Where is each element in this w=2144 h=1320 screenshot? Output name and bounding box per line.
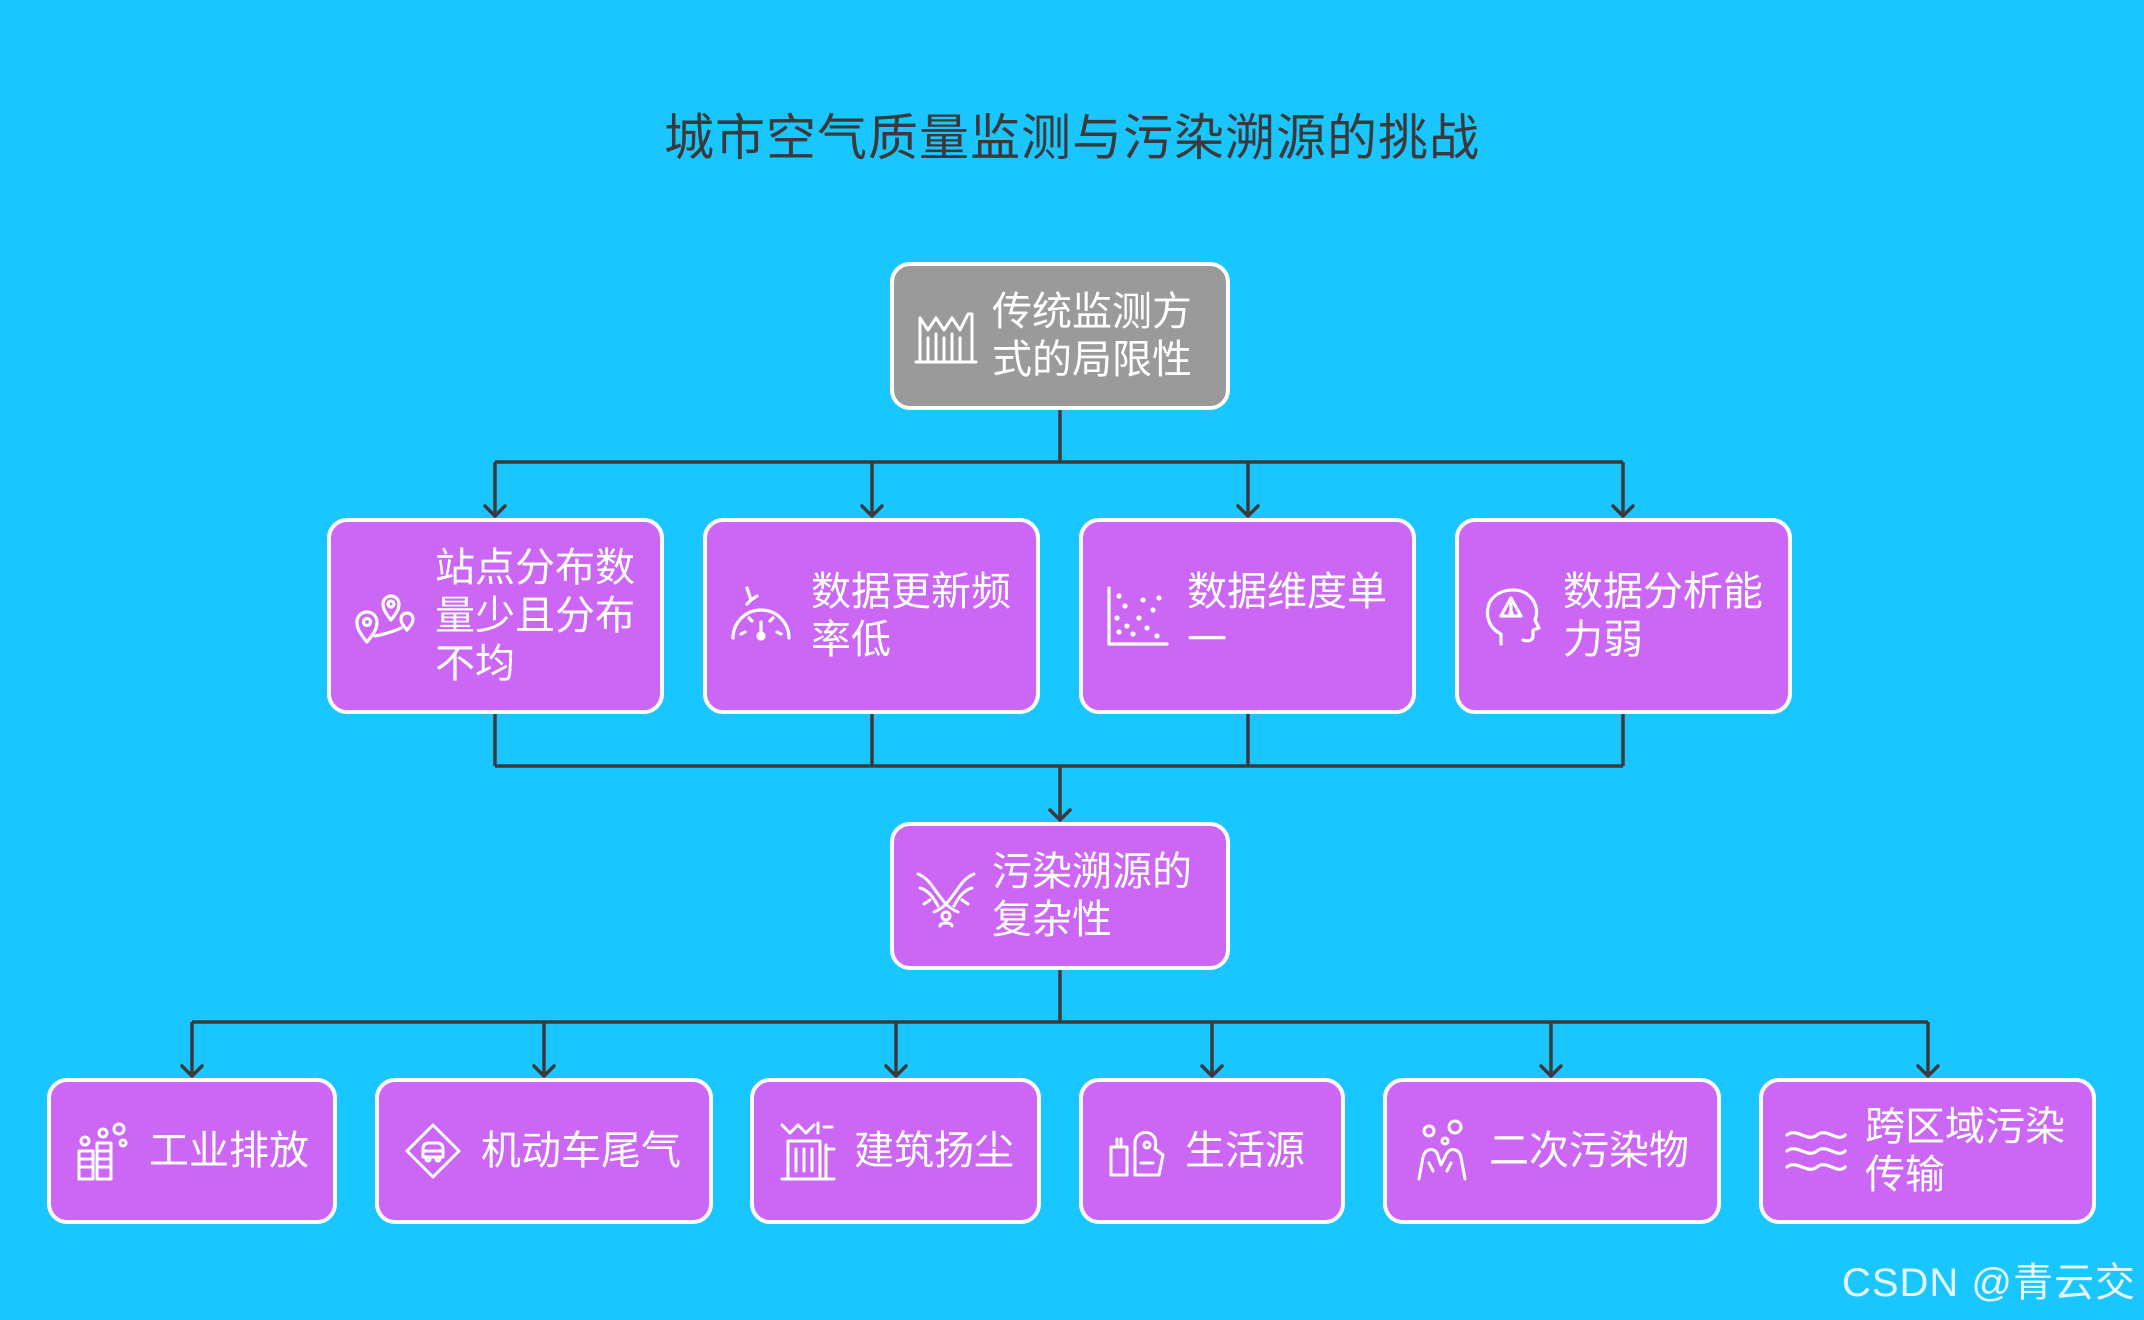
limitation-node-4: 数据分析能力弱 [1455, 518, 1792, 714]
source-node-5: 二次污染物 [1383, 1078, 1721, 1224]
molecule-icon [1411, 1119, 1471, 1183]
road-sign-icon [403, 1121, 463, 1181]
construction-icon [778, 1119, 838, 1183]
limitation-label-2: 数据更新频率低 [811, 569, 1011, 663]
household-icon [1107, 1121, 1167, 1181]
map-pins-icon [351, 582, 419, 650]
diagram-title: 城市空气质量监测与污染溯源的挑战 [664, 109, 1480, 167]
middle-node: 污染溯源的复杂性 [890, 822, 1230, 970]
root-label: 传统监测方式的局限性 [992, 289, 1192, 383]
factory-icon [914, 304, 978, 368]
source-label-5: 二次污染物 [1489, 1128, 1689, 1174]
source-node-2: 机动车尾气 [375, 1078, 713, 1224]
limitation-node-2: 数据更新频率低 [703, 518, 1040, 714]
root-node: 传统监测方式的局限性 [890, 262, 1230, 410]
source-node-6: 跨区域污染传输 [1759, 1078, 2096, 1224]
source-label-4: 生活源 [1185, 1128, 1305, 1174]
head-warning-icon [1479, 582, 1547, 650]
tangle-icon [914, 864, 978, 928]
source-label-1: 工业排放 [149, 1128, 309, 1174]
middle-label: 污染溯源的复杂性 [992, 849, 1192, 943]
wind-waves-icon [1783, 1121, 1849, 1181]
scatter-plot-icon [1103, 582, 1171, 650]
limitation-node-3: 数据维度单一 [1079, 518, 1416, 714]
gauge-icon [727, 582, 795, 650]
csdn-watermark: CSDN @青云交 [1841, 1261, 2136, 1305]
chimney-icon [75, 1121, 131, 1181]
limitation-label-3: 数据维度单一 [1187, 569, 1387, 663]
source-node-1: 工业排放 [47, 1078, 337, 1224]
source-label-2: 机动车尾气 [481, 1128, 681, 1174]
source-label-3: 建筑扬尘 [854, 1128, 1014, 1174]
limitation-node-1: 站点分布数量少且分布不均 [327, 518, 664, 714]
source-label-6: 跨区域污染传输 [1865, 1104, 2065, 1198]
source-node-3: 建筑扬尘 [750, 1078, 1041, 1224]
source-node-4: 生活源 [1079, 1078, 1345, 1224]
limitation-label-1: 站点分布数量少且分布不均 [435, 545, 635, 687]
limitation-label-4: 数据分析能力弱 [1563, 569, 1763, 663]
